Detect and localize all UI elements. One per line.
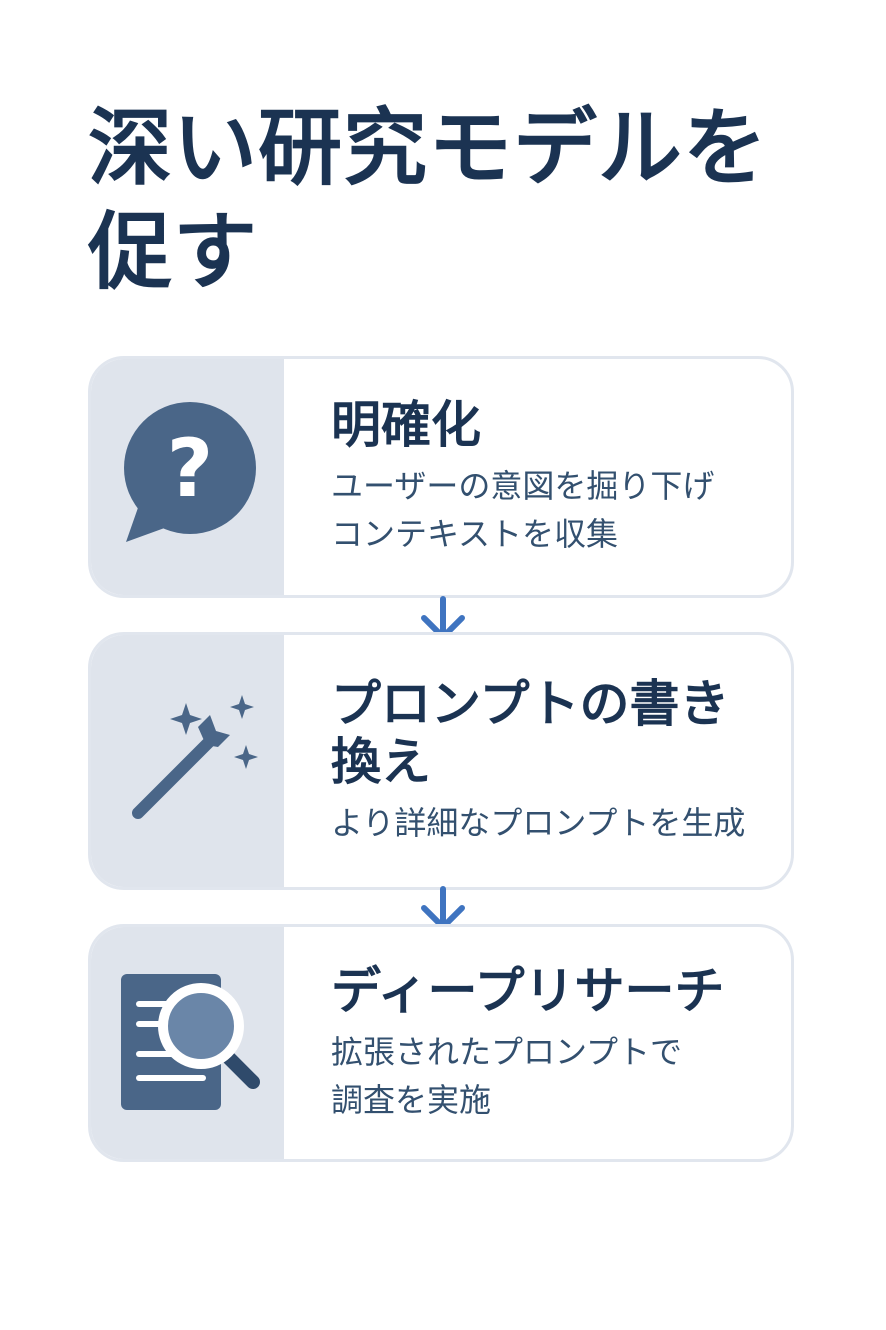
icon-panel <box>91 635 284 887</box>
step-description: ユーザーの意図を掘り下げ コンテキストを収集 <box>331 467 715 553</box>
step-title: 明確化 <box>331 396 481 454</box>
step-description: 拡張されたプロンプトで 調査を実施 <box>331 1033 683 1119</box>
step-body: ディープリサーチ 拡張されたプロンプトで 調査を実施 <box>331 927 771 1159</box>
step-body: 明確化 ユーザーの意図を掘り下げ コンテキストを収集 <box>331 359 771 595</box>
document-search-icon <box>120 974 260 1110</box>
question-bubble-icon: ? <box>123 402 256 542</box>
step-body: プロンプトの書き換え より詳細なプロンプトを生成 <box>331 635 771 887</box>
page-title: 深い研究モデルを促す <box>88 99 769 301</box>
icon-panel: ? <box>91 359 284 595</box>
step-description: より詳細なプロンプトを生成 <box>331 804 746 842</box>
step-card-clarify: ? 明確化 ユーザーの意図を掘り下げ コンテキストを収集 <box>88 356 794 598</box>
step-card-rewrite: プロンプトの書き換え より詳細なプロンプトを生成 <box>88 632 794 890</box>
step-title: ディープリサーチ <box>331 962 725 1020</box>
magic-wand-icon <box>131 695 258 819</box>
step-title: プロンプトの書き換え <box>331 675 730 791</box>
icon-panel <box>91 927 284 1159</box>
svg-text:?: ? <box>166 422 212 515</box>
step-card-deep-research: ディープリサーチ 拡張されたプロンプトで 調査を実施 <box>88 924 794 1162</box>
